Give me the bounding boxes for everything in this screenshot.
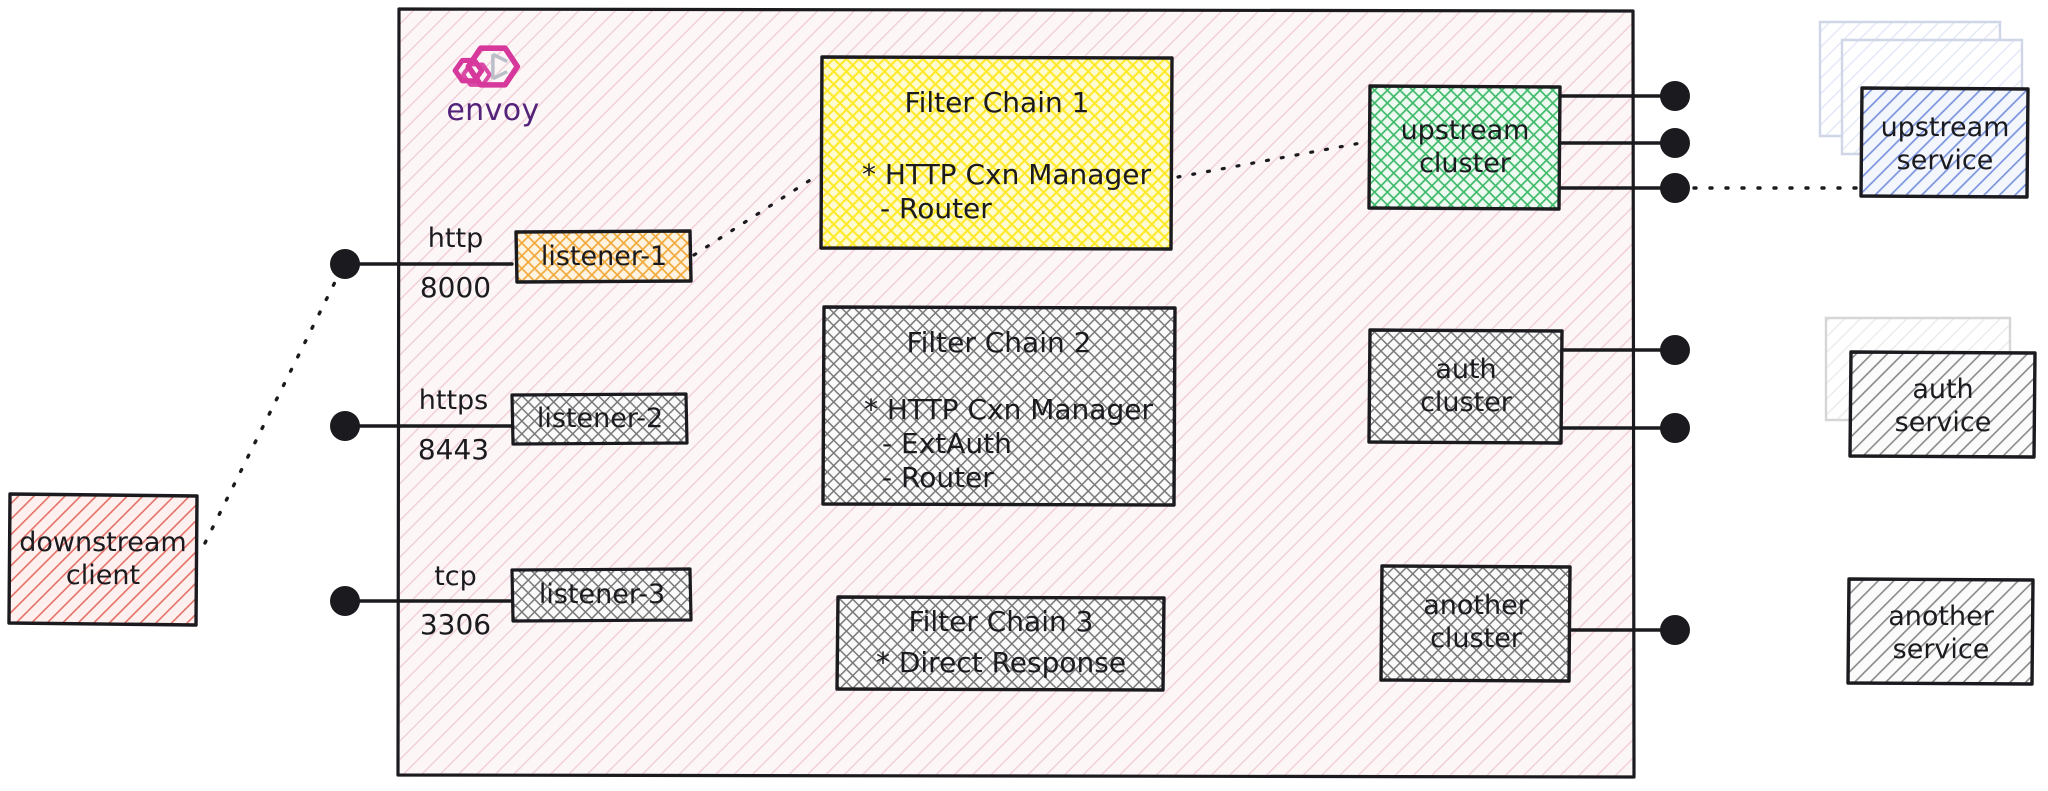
downstream-client-box[interactable] — [7, 492, 199, 627]
filter-chain-2-box[interactable] — [821, 305, 1177, 507]
listener-entry-connectors — [345, 262, 514, 603]
another-service-box[interactable] — [1846, 577, 2035, 686]
envoy-hexagon-logo — [452, 45, 521, 88]
cluster-endpoint-dots — [1660, 81, 1690, 645]
upstream-cluster-box[interactable] — [1367, 84, 1562, 211]
cluster-endpoint-connectors — [1558, 94, 1664, 632]
listener-entry-dots — [330, 249, 360, 616]
listener-2-box[interactable] — [510, 392, 689, 446]
connector-listener1-to-chain1 — [692, 173, 820, 257]
filter-chain-3-box[interactable] — [835, 595, 1166, 692]
filter-chain-1-box[interactable] — [819, 55, 1174, 251]
listener-1-box[interactable] — [514, 229, 693, 284]
listener-3-box[interactable] — [510, 567, 693, 623]
auth-service-stack[interactable] — [1824, 316, 2037, 459]
connector-chain1-to-upstream-cluster — [1176, 140, 1368, 179]
auth-cluster-box[interactable] — [1367, 328, 1564, 445]
connector-client-to-http — [203, 266, 344, 545]
upstream-service-stack[interactable] — [1818, 20, 2030, 199]
another-cluster-box[interactable] — [1379, 564, 1572, 683]
